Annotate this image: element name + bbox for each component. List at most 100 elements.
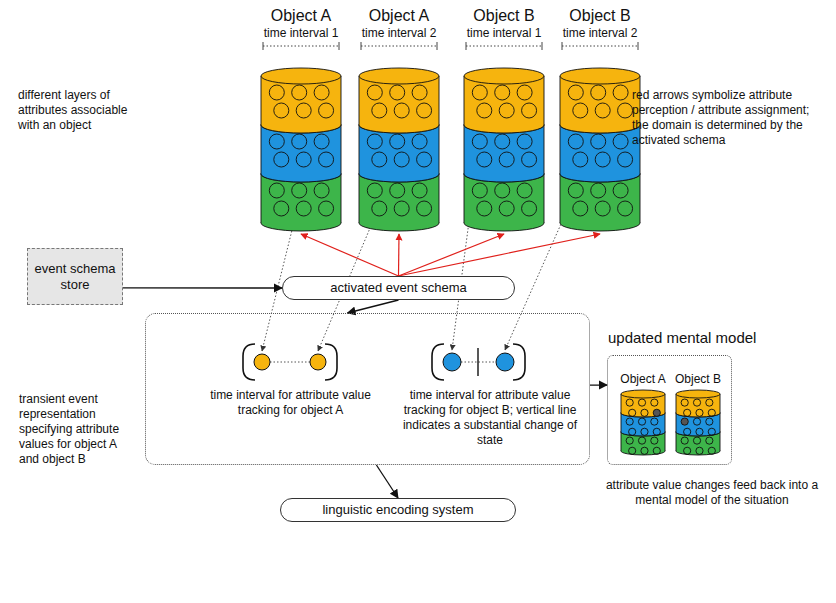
attribute-circle	[591, 183, 606, 198]
attribute-circle	[651, 418, 658, 425]
object-name: Object A	[616, 372, 670, 386]
layer-side	[640, 125, 641, 174]
perception-arrow	[399, 234, 505, 276]
attribute-circle	[319, 201, 334, 216]
attribute-circle	[417, 152, 432, 167]
attribute-circle	[681, 437, 688, 444]
attribute-circle	[269, 134, 284, 149]
attribute-circle	[296, 103, 311, 118]
attribute-circle	[708, 428, 715, 435]
time-interval: time interval 2	[550, 26, 650, 41]
attribute-circle	[629, 428, 636, 435]
attribute-circle	[477, 152, 492, 167]
layer-side	[621, 432, 622, 451]
attribute-circle	[653, 428, 660, 435]
flow-arrow	[347, 300, 398, 313]
attribute-circle	[472, 85, 487, 100]
attribute-circle	[314, 85, 329, 100]
attribute-circle	[292, 183, 307, 198]
attribute-circle	[693, 437, 700, 444]
flow-arrow	[123, 287, 282, 288]
attribute-value	[443, 353, 461, 371]
perception-arrow	[398, 234, 400, 276]
layer-top	[359, 68, 439, 84]
attribute-circle	[641, 428, 648, 435]
attribute-circle	[696, 447, 703, 454]
layer-side	[359, 76, 360, 125]
attribute-circle	[269, 85, 284, 100]
interval-tick	[562, 42, 563, 50]
attribute-circle	[708, 447, 715, 454]
attribute-circle	[684, 428, 691, 435]
process-box: activated event schema	[282, 276, 515, 300]
attribute-circle	[626, 399, 633, 406]
attribute-circle	[626, 418, 633, 425]
attribute-circle	[390, 183, 405, 198]
flow-arrow	[376, 465, 398, 498]
layer-side	[341, 125, 342, 174]
attribute-circle	[595, 152, 610, 167]
attribute-circle	[706, 437, 713, 444]
layer-side	[261, 174, 262, 223]
time-interval: time interval 2	[349, 26, 449, 41]
layer-side	[560, 125, 561, 174]
attribute-circle	[618, 201, 633, 216]
attribute-circle	[412, 134, 427, 149]
attribute-circle	[412, 183, 427, 198]
layer-side	[464, 125, 465, 174]
attribute-circle	[394, 201, 409, 216]
attribute-circle	[573, 201, 588, 216]
attribute-circle	[629, 447, 636, 454]
attribute-circle	[653, 447, 660, 454]
cylinder-graphic	[251, 6, 351, 234]
attribute-circle	[319, 103, 334, 118]
attribute-circle	[394, 152, 409, 167]
attribute-circle	[495, 183, 510, 198]
bracket	[243, 344, 255, 380]
layer-side	[261, 125, 262, 174]
attribute-circle	[618, 152, 633, 167]
interval-tick	[466, 42, 467, 50]
bracket	[325, 344, 337, 380]
attribute-circle	[613, 134, 628, 149]
attribute-circle	[706, 399, 713, 406]
attribute-circle	[693, 418, 700, 425]
attribute-circle	[591, 134, 606, 149]
attribute-circle	[522, 152, 537, 167]
object-name: Object A	[349, 6, 449, 26]
attribute-circle	[296, 152, 311, 167]
attribute-circle	[499, 201, 514, 216]
object-cylinder: Object Atime interval 2	[349, 6, 449, 234]
interval-tick	[437, 42, 438, 50]
attribute-circle	[495, 134, 510, 149]
attribute-circle	[651, 399, 658, 406]
tracking-lines	[262, 170, 585, 351]
layer-side	[341, 174, 342, 223]
attribute-circle	[684, 409, 691, 416]
layer-top	[464, 68, 544, 84]
note-text: different layers of attributes associabl…	[18, 88, 140, 133]
layer-side	[720, 394, 721, 413]
attribute-circle	[613, 85, 628, 100]
mental-model-region: updated mental modelObject AObject B	[607, 355, 732, 465]
layer-side	[261, 76, 262, 125]
layer-side	[464, 174, 465, 223]
attribute-circle	[591, 85, 606, 100]
attribute-circle	[684, 447, 691, 454]
layer-side	[439, 125, 440, 174]
attribute-circle	[367, 183, 382, 198]
attribute-circle	[314, 183, 329, 198]
attribute-circle	[708, 409, 715, 416]
object-name: Object A	[251, 6, 351, 26]
attribute-circle	[618, 103, 633, 118]
time-interval: time interval 1	[251, 26, 351, 41]
attribute-circle	[641, 447, 648, 454]
attribute-circle	[296, 201, 311, 216]
attribute-circle	[495, 85, 510, 100]
note-text: attribute value changes feed back into a…	[596, 478, 828, 508]
interval-line	[270, 362, 310, 363]
attribute-circle	[522, 201, 537, 216]
layer-side	[676, 432, 677, 451]
attribute-value	[496, 353, 514, 371]
attribute-circle	[568, 183, 583, 198]
